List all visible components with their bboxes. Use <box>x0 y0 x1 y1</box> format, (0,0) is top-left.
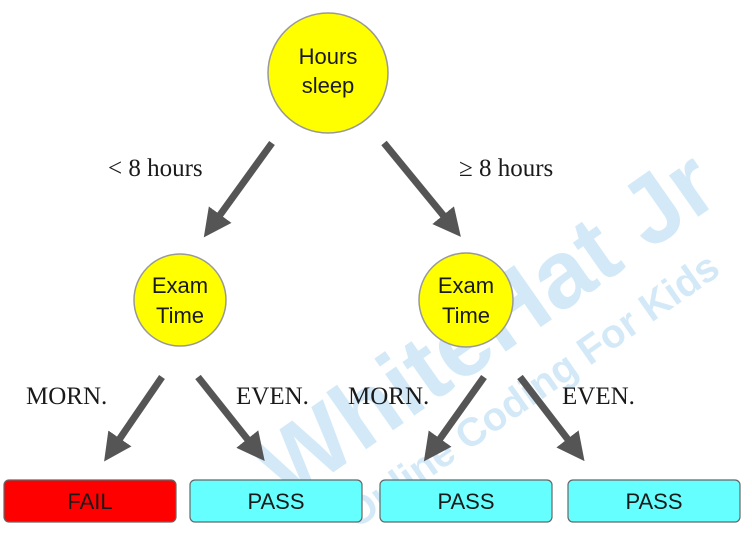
left-node-circle <box>133 253 227 347</box>
edge-label-right-morning: MORN. <box>348 383 429 410</box>
edge-label-right-evening: EVEN. <box>562 383 635 410</box>
arrow-root-right <box>381 140 461 237</box>
leaf-pass-3-label: PASS <box>625 489 682 514</box>
edge-label-less-than-8: < 8 hours <box>108 155 203 182</box>
arrows <box>104 140 585 462</box>
leaf-pass-2-label: PASS <box>437 489 494 514</box>
leaf-pass-3-box <box>567 479 741 523</box>
leaf-pass-3: PASS <box>567 479 741 523</box>
root-node-line-1: Hours <box>299 44 358 69</box>
root-node: Hours sleep <box>267 12 389 134</box>
root-node-line-2: sleep <box>302 73 355 98</box>
leaf-fail: FAIL <box>3 479 177 523</box>
left-node-line-1: Exam <box>152 273 208 298</box>
arrow-root-left <box>203 140 275 238</box>
arrow-left-morn <box>104 375 165 462</box>
arrow-left-even <box>195 374 265 461</box>
root-node-circle <box>267 12 389 134</box>
edge-label-left-morning: MORN. <box>26 383 107 410</box>
leaf-pass-1-label: PASS <box>247 489 304 514</box>
arrow-right-even <box>517 374 585 462</box>
right-node-circle <box>418 252 514 348</box>
leaf-pass-2: PASS <box>379 479 553 523</box>
right-node-line-1: Exam <box>438 273 494 298</box>
arrow-right-morn <box>423 374 487 462</box>
right-node-line-2: Time <box>442 303 490 328</box>
leaf-pass-1: PASS <box>189 479 363 523</box>
edge-label-left-evening: EVEN. <box>236 383 309 410</box>
edge-label-at-least-8: ≥ 8 hours <box>459 155 553 182</box>
leaf-pass-2-box <box>379 479 553 523</box>
leaf-pass-1-box <box>189 479 363 523</box>
leaf-fail-label: FAIL <box>67 489 112 514</box>
right-exam-time-node: Exam Time <box>418 252 514 348</box>
left-node-line-2: Time <box>156 303 204 328</box>
leaf-fail-box <box>3 479 177 523</box>
left-exam-time-node: Exam Time <box>133 253 227 347</box>
